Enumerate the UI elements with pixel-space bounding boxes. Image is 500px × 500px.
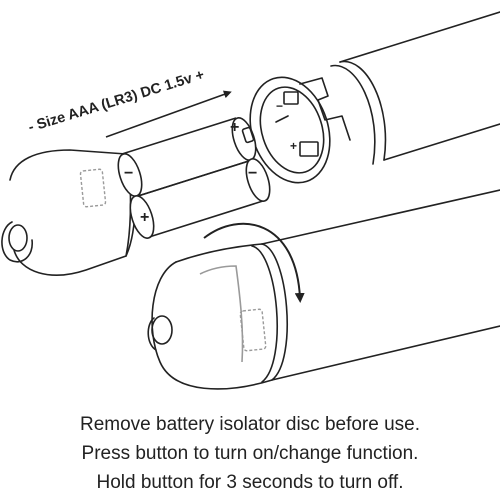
instruction-line-1: Remove battery isolator disc before use. [79,414,421,435]
isolator-disc-top [79,168,107,208]
cap-seam-line [199,265,244,363]
contact-minus-label: − [276,99,283,113]
battery-upper-minus-label: − [124,165,133,182]
end-cap-top [1,149,136,276]
arrow-right-icon [105,90,232,138]
vibrator-body-bottom [147,189,500,390]
battery-lower-plus-label: + [140,209,149,226]
battery-spec-label: - Size AAA (LR3) DC 1.5v + [26,67,206,136]
battery-upper-plus-label: + [230,119,239,136]
rotate-arrow-icon [203,222,305,303]
vibrator-body-top [249,11,500,184]
instruction-line-3: Hold button for 3 seconds to turn off. [96,472,404,493]
isolator-disc-bottom [239,308,267,352]
instruction-line-2: Press button to turn on/change function. [81,443,419,464]
battery-lower [129,158,271,239]
battery-lower-minus-label: − [248,165,257,182]
instructions-text: Remove battery isolator disc before use.… [0,410,500,497]
contact-plus-label: + [290,139,297,153]
